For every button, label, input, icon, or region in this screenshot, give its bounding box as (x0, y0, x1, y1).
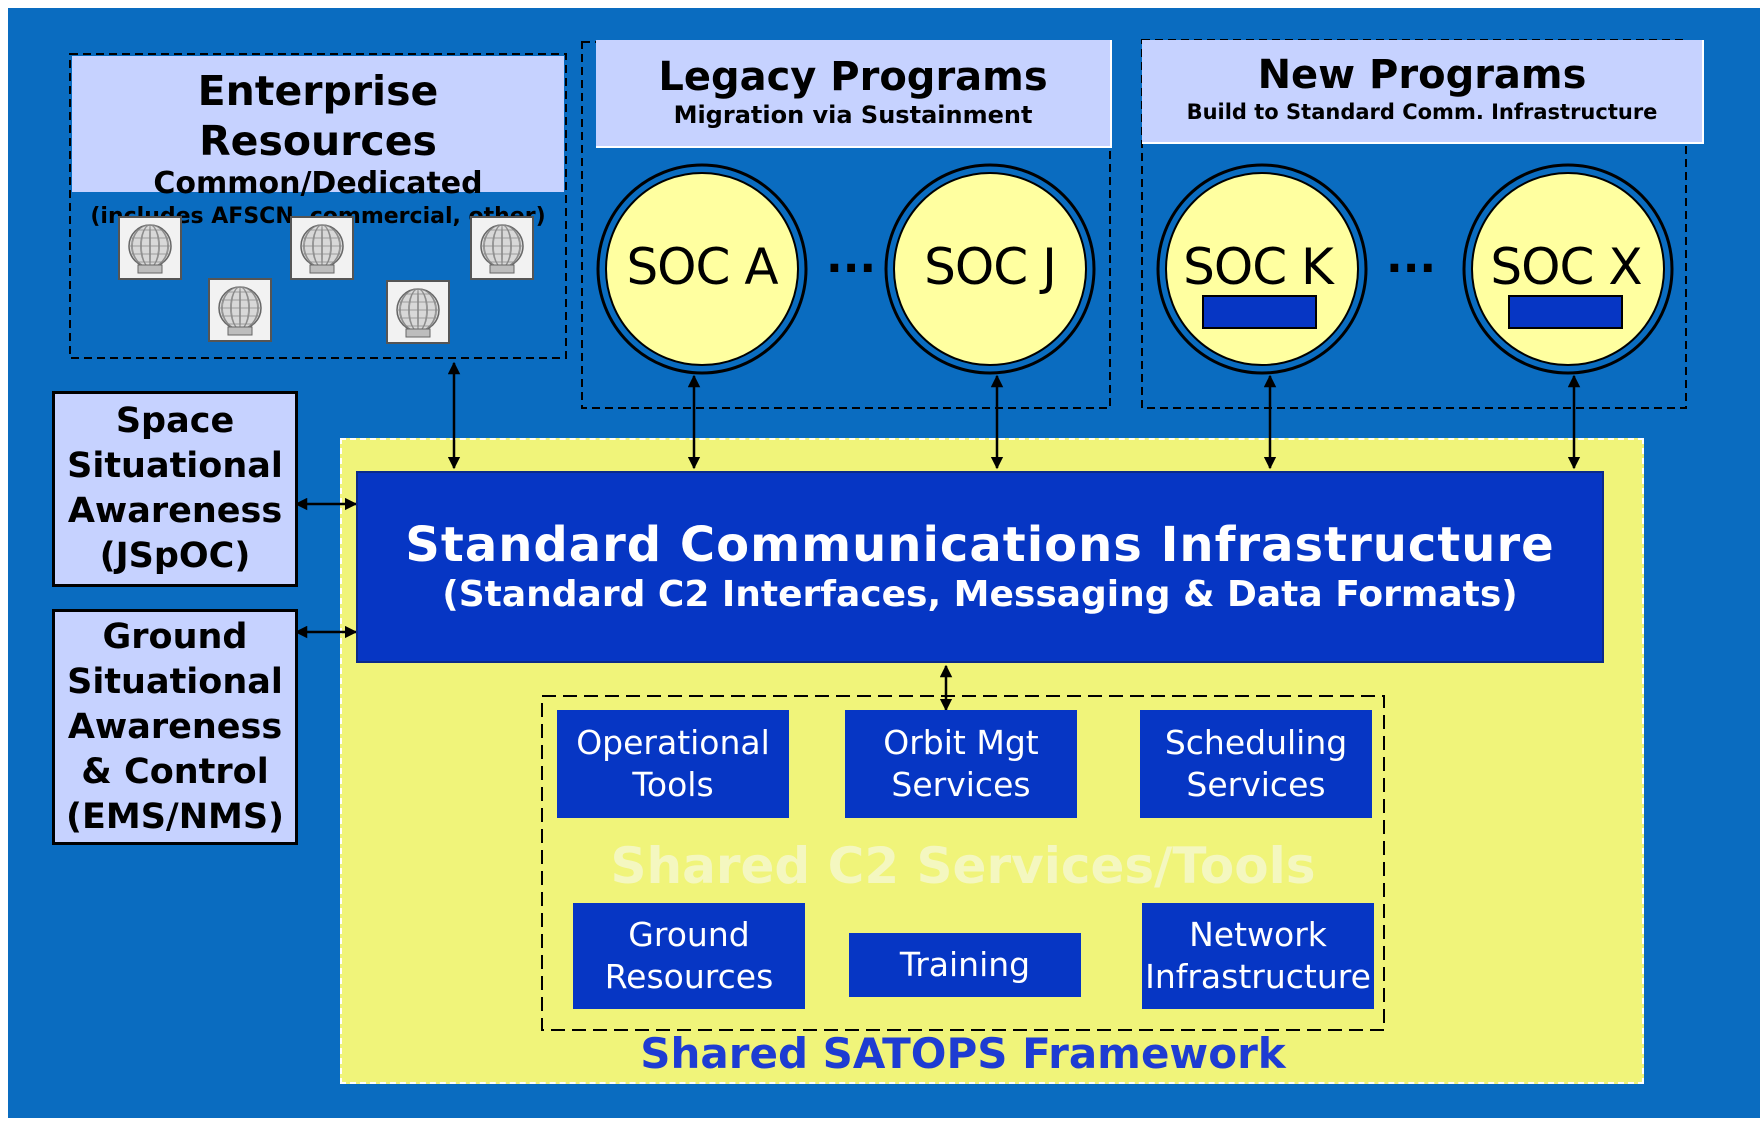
training-label: Training (899, 945, 1031, 984)
soc-a-circle (596, 163, 808, 375)
legacy-programs-header: Legacy Programs Migration via Sustainmen… (596, 40, 1112, 148)
sci-subtitle: (Standard C2 Interfaces, Messaging & Dat… (442, 574, 1518, 615)
space-sa-line-1: Space (115, 401, 235, 441)
radome-antenna-icon (470, 216, 534, 280)
shared-c2-services-label: Shared C2 Services/Tools (610, 837, 1316, 895)
network-infrastructure-line-1: Network (1189, 915, 1327, 954)
space-situational-awareness-box: Space Situational Awareness (JSpOC) (52, 391, 298, 587)
space-sa-line-4: (JSpOC) (99, 536, 251, 576)
enterprise-resources-header: Enterprise Resources Common/Dedicated (i… (72, 56, 564, 229)
radome-antenna-icon (208, 278, 272, 342)
ground-sa-line-2: Situational (67, 661, 283, 702)
scheduling-line-1: Scheduling (1164, 723, 1348, 762)
soc-k-label: SOC K (1183, 238, 1334, 296)
new-programs-ellipsis: ... (1386, 232, 1437, 283)
enterprise-subtitle: Common/Dedicated (153, 166, 483, 201)
soc-j-circle (884, 163, 1096, 375)
operational-tools-line-1: Operational (576, 723, 770, 762)
new-programs-frame (1141, 39, 1687, 409)
orbit-mgt-line-2: Services (891, 765, 1031, 804)
soc-k-standard-bar (1202, 295, 1317, 329)
orbit-mgt-line-1: Orbit Mgt (883, 723, 1039, 762)
radome-antenna-icon (118, 216, 182, 280)
shared-services-frame (541, 695, 1385, 1031)
soc-x-label: SOC X (1490, 238, 1642, 296)
operational-tools-line-2: Tools (632, 765, 714, 804)
soc-a-label: SOC A (626, 238, 778, 296)
ground-sa-line-3: Awareness (67, 706, 283, 747)
legacy-ellipsis: ... (826, 232, 877, 283)
soc-x-circle (1462, 163, 1674, 375)
scheduling-line-2: Services (1186, 765, 1326, 804)
training-box: Training (849, 933, 1081, 997)
ground-situational-awareness-box: Ground Situational Awareness & Control (… (52, 609, 298, 845)
standard-communications-infrastructure-box: Standard Communications Infrastructure (… (356, 471, 1604, 663)
soc-k-circle (1156, 163, 1368, 375)
new-programs-header: New Programs Build to Standard Comm. Inf… (1142, 40, 1704, 144)
legacy-subtitle: Migration via Sustainment (673, 101, 1033, 129)
ground-sa-line-4: & Control (81, 751, 269, 792)
ground-sa-line-5: (EMS/NMS) (65, 796, 285, 837)
enterprise-title: Enterprise Resources (197, 67, 439, 165)
space-sa-line-3: Awareness (67, 491, 283, 531)
shared-satops-framework-label: Shared SATOPS Framework (640, 1029, 1286, 1078)
new-programs-title: New Programs (1257, 52, 1587, 98)
sci-title: Standard Communications Infrastructure (405, 517, 1555, 573)
ground-sa-line-1: Ground (102, 616, 248, 657)
space-sa-line-2: Situational (67, 446, 283, 486)
ground-resources-line-2: Resources (604, 957, 774, 996)
legacy-title: Legacy Programs (658, 54, 1048, 100)
new-programs-subtitle: Build to Standard Comm. Infrastructure (1186, 100, 1658, 124)
soc-x-standard-bar (1508, 295, 1623, 329)
radome-antenna-icon (290, 216, 354, 280)
network-infrastructure-line-2: Infrastructure (1145, 957, 1371, 996)
soc-j-label: SOC J (924, 238, 1057, 296)
enterprise-frame (69, 53, 567, 359)
radome-antenna-icon (386, 280, 450, 344)
ground-resources-line-1: Ground (628, 915, 750, 954)
